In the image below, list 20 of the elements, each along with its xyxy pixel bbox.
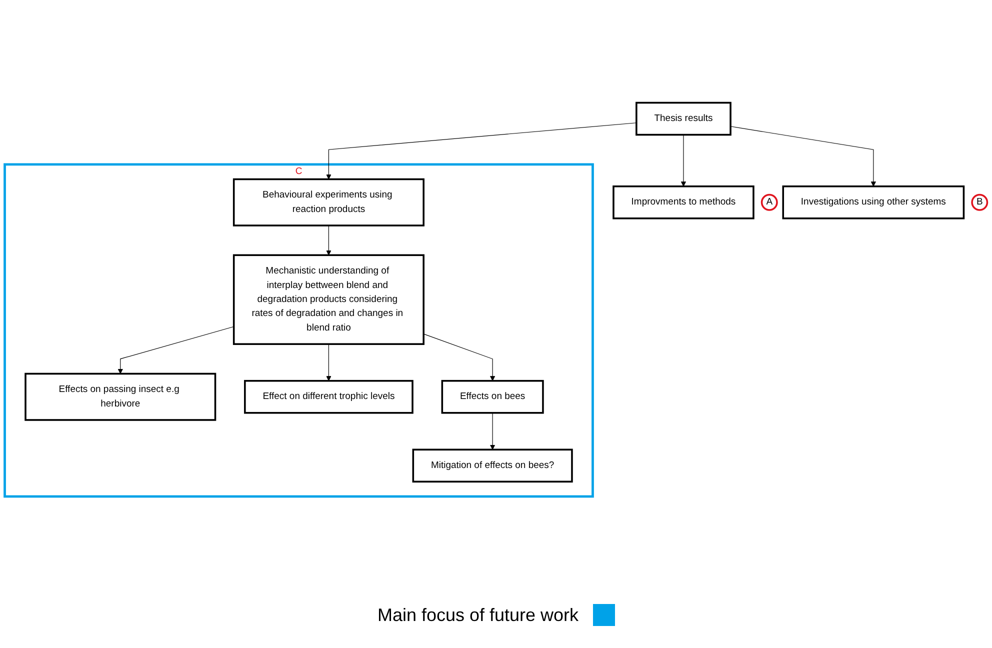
node-box: Improvments to methods [612,186,754,220]
arrow [326,344,332,382]
arrow [730,126,876,187]
node-label: B [976,197,983,208]
node-box: Effects on bees [441,380,544,414]
node-label: A [766,197,773,208]
arrow [118,326,234,374]
node-box: Mitigation of effects on bees? [412,449,573,483]
node-box: Investigations using other systems [782,186,965,220]
arrow [680,134,686,187]
node-box: Thesis results [636,102,732,136]
node-box: Effect on different trophic levels [244,380,414,414]
node-box: Effects on passing insect e.g herbivore [24,373,216,422]
arrow [326,122,637,180]
arrow [423,334,496,382]
arrow [326,226,332,256]
legend-text: Main focus of future work [377,604,579,625]
node-box: Behavioural experiments using reaction products [232,178,424,227]
node-box: Mechanistic understanding of interplay bettween blend and degradation products considering rates of degradation and changes in blend ratio [232,254,424,346]
arrow [490,412,496,450]
